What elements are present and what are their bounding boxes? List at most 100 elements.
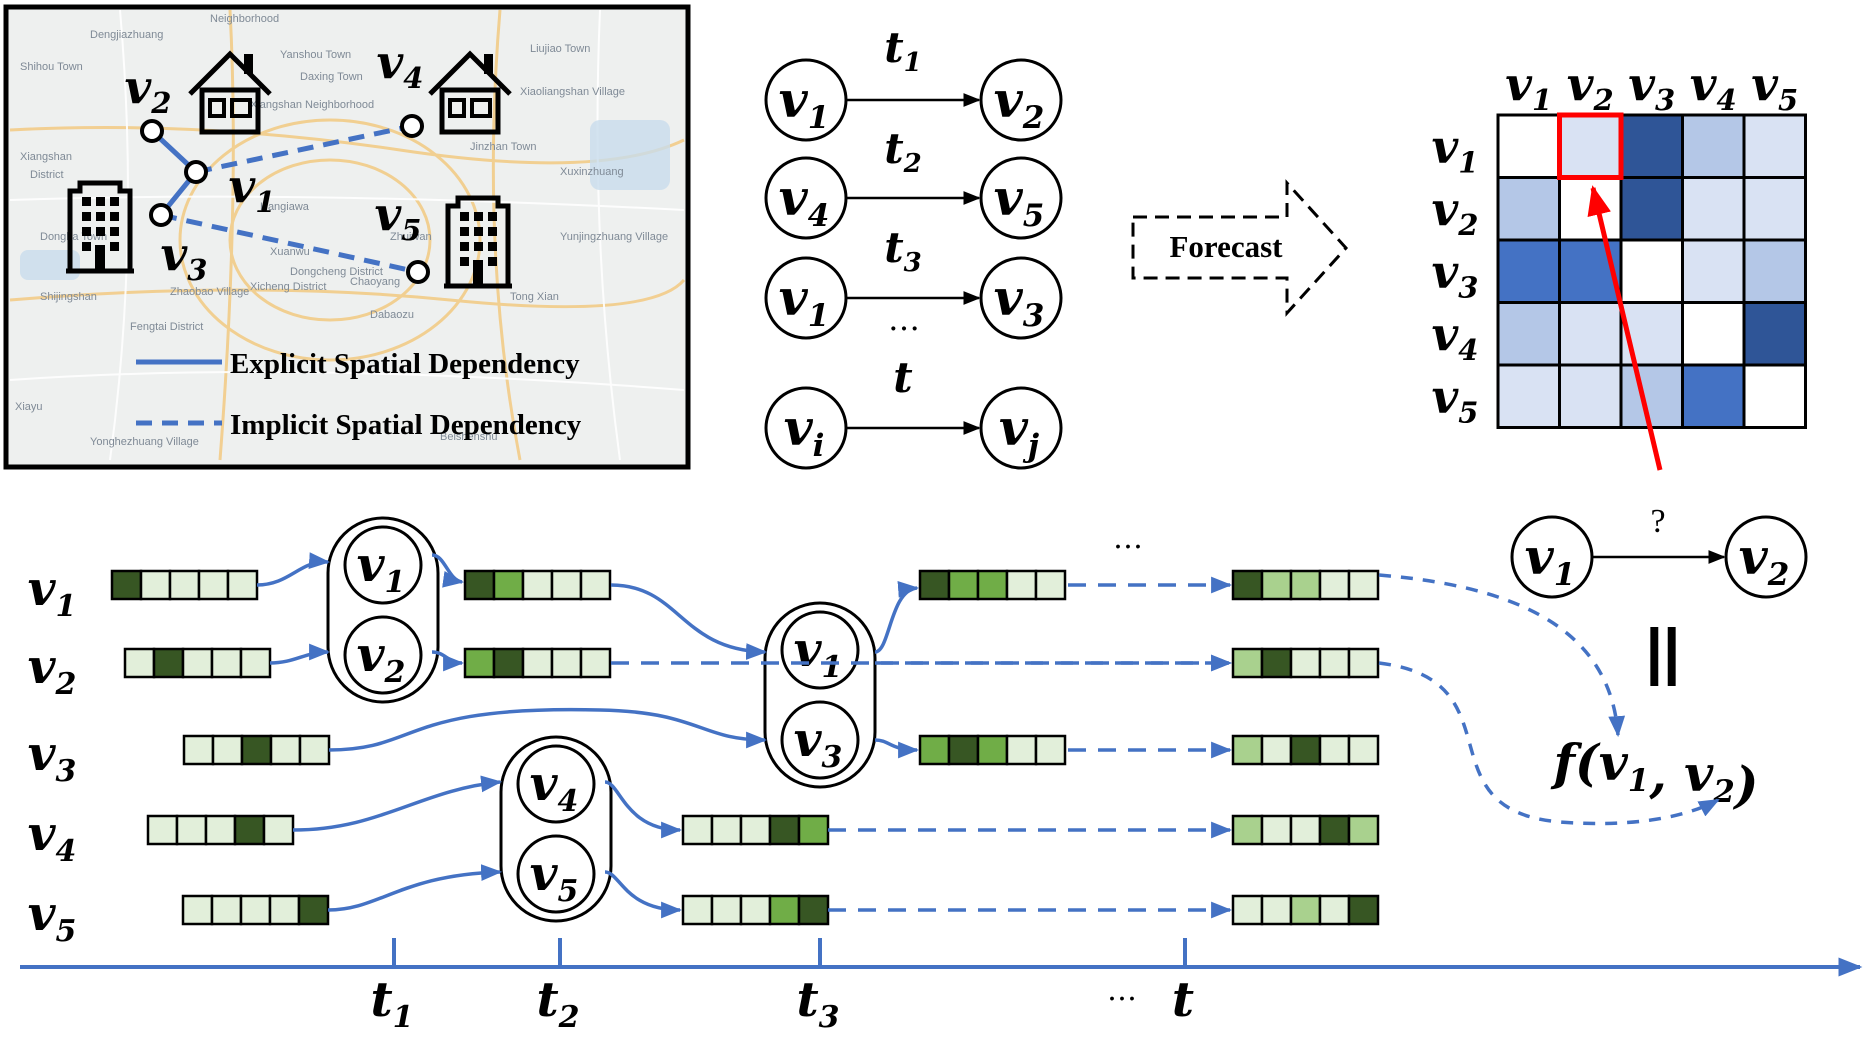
matrix-col-label-v4: v4 — [1690, 57, 1737, 117]
matrix-col-label-v5: v5 — [1751, 57, 1798, 117]
edge-curve — [269, 643, 331, 665]
memory-strip — [123, 647, 272, 679]
events-ellipsis: … — [888, 300, 920, 338]
memory-strip — [1231, 814, 1380, 846]
map-place-label: Dongcheng District — [290, 266, 383, 278]
memory-strip — [463, 569, 612, 601]
edge-curve — [431, 650, 465, 672]
map-place-label: Xiangshan Neighborhood — [250, 99, 374, 111]
event-time-t3: t3 — [884, 223, 922, 278]
memory-cell — [976, 734, 1009, 766]
event-to-v2: v2 — [994, 70, 1045, 136]
map-place-label: Xiangshan — [20, 151, 72, 163]
matrix-row-label-v2: v2 — [1432, 182, 1479, 242]
matrix-cell — [1681, 301, 1746, 367]
memory-cell — [1347, 894, 1380, 926]
memory-cell — [1347, 569, 1380, 601]
edge-curve — [292, 775, 503, 832]
map-place-label: Shihou Town — [20, 61, 83, 73]
event-from-v4: v4 — [779, 168, 830, 234]
map-place-label: Hangiawa — [260, 201, 310, 213]
map-node-v3 — [149, 203, 173, 227]
query-to-v2: v2 — [1739, 527, 1790, 593]
event-time-t1: t1 — [884, 23, 922, 78]
matrix-cell — [1619, 363, 1684, 429]
memory-cell — [152, 647, 185, 679]
matrix-cell — [1742, 301, 1807, 367]
matrix-col-label-v1: v1 — [1505, 57, 1552, 117]
memory-cell — [1318, 734, 1351, 766]
legend-explicit-text: Explicit Spatial Dependency — [230, 348, 580, 380]
matrix-cell — [1496, 363, 1561, 429]
map-place-label: Chaoyang — [350, 276, 400, 288]
matrix-cell — [1742, 238, 1807, 304]
map-place-label: Dabaozu — [370, 309, 414, 321]
matrix-cell — [1681, 363, 1746, 429]
map-place-label: Shijingshan — [40, 291, 97, 303]
map-place-label: Daxing Town — [300, 71, 363, 83]
memory-strip — [182, 734, 331, 766]
memory-cell — [797, 814, 830, 846]
memory-cell — [1347, 647, 1380, 679]
event-node-vj — [979, 386, 1063, 470]
edge-curve — [610, 583, 768, 660]
map-node-label-v1: v1 — [229, 159, 276, 219]
memory-cell — [579, 569, 612, 601]
matrix-highlight-cell — [1557, 112, 1624, 180]
memory-strip — [681, 894, 830, 926]
memory-cell — [210, 647, 243, 679]
memory-cell — [1231, 647, 1264, 679]
timeline-ellipsis-axis: … — [1107, 973, 1137, 1008]
matrix-cell — [1558, 113, 1623, 179]
matrix-cell — [1742, 176, 1807, 242]
row-label-v2: v2 — [28, 639, 77, 702]
memory-cell — [739, 894, 772, 926]
memory-cell — [710, 894, 743, 926]
map-place-label: Neighborhood — [210, 13, 279, 25]
matrix-cell — [1619, 238, 1684, 304]
memory-cell — [110, 569, 143, 601]
memory-cell — [550, 569, 583, 601]
map-place-label: Zhaobao Village — [170, 286, 249, 298]
memory-cell — [233, 814, 266, 846]
map-node-label-v3: v3 — [161, 227, 208, 287]
memory-cell — [239, 894, 272, 926]
memory-strip — [146, 814, 295, 846]
function-label: f(v1, v2) — [1551, 733, 1759, 814]
memory-cell — [1005, 734, 1038, 766]
memory-strip — [1231, 647, 1380, 679]
map-edge-implicit-v3-v5 — [160, 212, 419, 275]
memory-cell — [492, 647, 525, 679]
map-node-v5 — [406, 260, 430, 284]
axis-tick-label-t2: t2 — [536, 972, 579, 1035]
memory-strip — [1231, 894, 1380, 926]
event-to-v3: v3 — [994, 268, 1045, 334]
query-dashed-curve — [1378, 661, 1720, 826]
edge-curve — [604, 870, 683, 919]
memory-cell — [521, 569, 554, 601]
row-label-v1: v1 — [28, 561, 77, 624]
event-time-t: t — [893, 353, 912, 402]
query-dashed-curve — [1378, 573, 1626, 738]
edge-curve — [874, 581, 920, 654]
memory-cell — [797, 894, 830, 926]
memory-cell — [1231, 814, 1264, 846]
event-to-vj: vj — [999, 398, 1039, 464]
memory-strip — [918, 734, 1067, 766]
edge-curve — [256, 552, 331, 587]
matrix-cell — [1619, 176, 1684, 242]
matrix-cell — [1619, 113, 1684, 179]
memory-cell — [269, 734, 302, 766]
memory-cell — [768, 814, 801, 846]
map-node-label-v4: v4 — [377, 35, 424, 95]
matrix-cell — [1742, 113, 1807, 179]
memory-cell — [298, 734, 331, 766]
interaction-node-v5: v5 — [530, 846, 579, 909]
map-place-label: Xicheng District — [250, 281, 326, 293]
